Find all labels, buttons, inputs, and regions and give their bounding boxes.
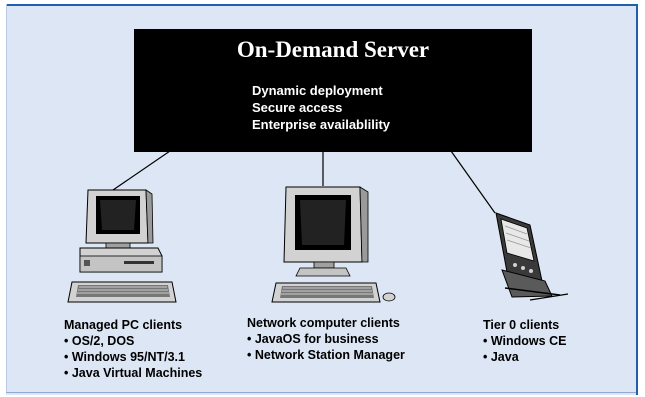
- server-box: [134, 29, 532, 152]
- network-computer-item-nsm: Network Station Manager: [247, 348, 405, 364]
- network-computer-item-javaos: JavaOS for business: [247, 332, 379, 348]
- server-title: On-Demand Server: [236, 37, 430, 62]
- managed-pc-item-windows: Windows 95/NT/3.1: [64, 350, 185, 366]
- panel-left-rule: [6, 4, 7, 393]
- managed-pc-item-jvm: Java Virtual Machines: [64, 366, 202, 382]
- tier0-heading: Tier 0 clients: [483, 318, 560, 332]
- tier0-item-java: Java: [483, 350, 519, 366]
- server-feature-access: Secure access: [252, 100, 343, 115]
- network-computer-icon: [271, 186, 396, 303]
- server-feature-availability: Enterprise availablility: [252, 117, 391, 132]
- connector-tier0: [450, 150, 496, 214]
- managed-pc-item-os2: OS/2, DOS: [64, 334, 135, 350]
- managed-pc-icon: [67, 189, 177, 303]
- connector-managed-pc: [112, 150, 171, 191]
- managed-pc-heading: Managed PC clients: [64, 318, 183, 332]
- handheld-device-icon: [495, 212, 569, 301]
- network-computer-heading: Network computer clients: [247, 316, 400, 330]
- server-feature-deployment: Dynamic deployment: [252, 83, 383, 98]
- tier0-item-windows-ce: Windows CE: [483, 334, 567, 350]
- panel-bottom-rule: [6, 392, 636, 393]
